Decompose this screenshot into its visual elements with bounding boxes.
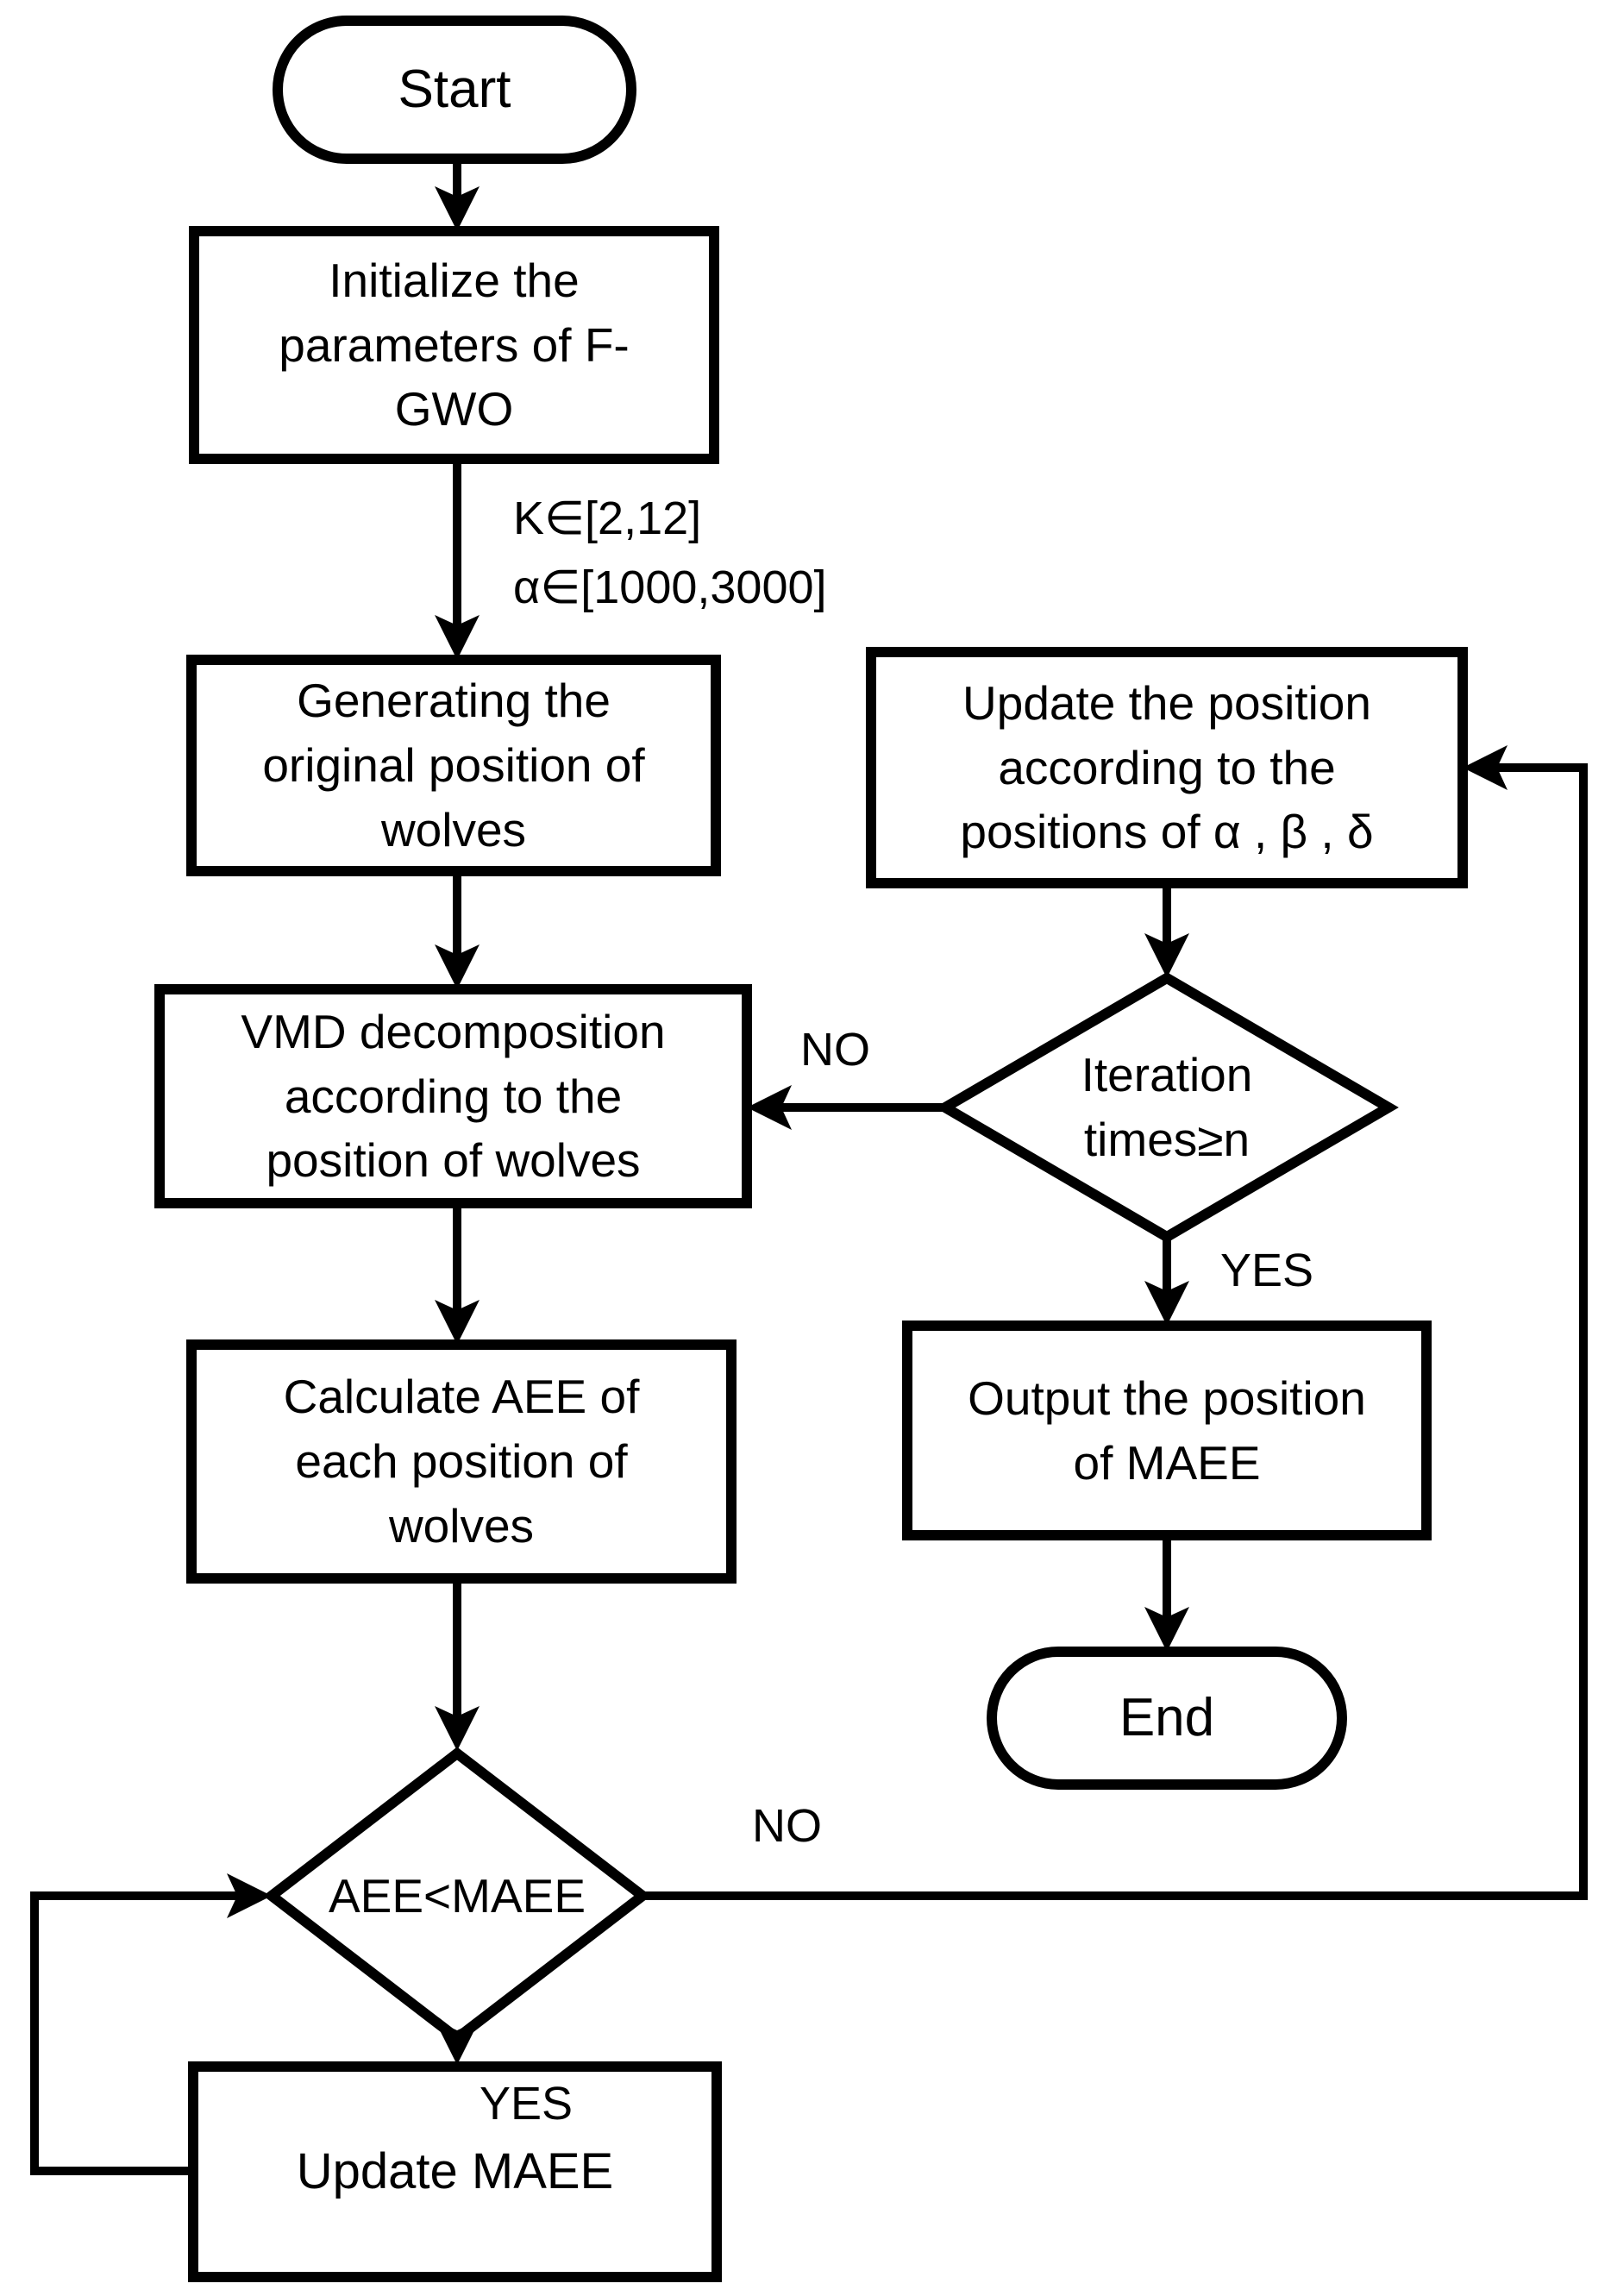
node-output: Output the position of MAEE bbox=[968, 1371, 1366, 1490]
node-vmd: VMD decomposition according to the posit… bbox=[241, 1004, 666, 1188]
edge-aee-no-loop bbox=[643, 763, 1588, 1900]
edge-label-iteration-yes: YES bbox=[1220, 1245, 1314, 1296]
node-shape-vmd bbox=[154, 984, 752, 1208]
node-shape-initialize bbox=[189, 226, 719, 464]
edge-label-alpha-range: α∈[1000,3000] bbox=[513, 561, 827, 613]
arrowhead-generate-vmd bbox=[435, 944, 480, 989]
node-iteration-check: Iteration times≥n bbox=[1081, 1048, 1253, 1166]
arrowhead-aee-no-loop bbox=[1463, 745, 1508, 790]
node-end: End bbox=[1119, 1687, 1215, 1747]
arrowhead-update-maee-loop bbox=[227, 1873, 272, 1918]
arrowhead-iteration-no bbox=[747, 1085, 792, 1130]
node-aee-check: AEE<MAEE bbox=[328, 1868, 586, 1923]
arrowhead-iteration-yes bbox=[1144, 1281, 1189, 1326]
arrowhead-start-initialize bbox=[435, 186, 480, 231]
node-generate: Generating the original position of wolv… bbox=[262, 674, 645, 856]
arrowhead-calc-aee-check bbox=[435, 1706, 480, 1751]
edge-label-aee-yes: YES bbox=[480, 2078, 574, 2130]
arrowhead-vmd-calc bbox=[435, 1300, 480, 1345]
edge-update-maee-loop bbox=[30, 1891, 238, 2175]
node-update-maee: Update MAEE bbox=[296, 2142, 614, 2199]
arrowhead-aee-yes bbox=[435, 2020, 480, 2065]
node-shape-generate bbox=[186, 655, 721, 876]
arrowhead-update-position-iteration bbox=[1144, 933, 1189, 978]
node-calc-aee: Calculate AEE of each position of wolves bbox=[283, 1370, 640, 1553]
node-shape-update-position bbox=[866, 647, 1468, 888]
node-initialize: Initialize the parameters of F-GWO bbox=[279, 253, 630, 436]
arrowhead-initialize-generate bbox=[435, 615, 480, 660]
node-shape-output bbox=[902, 1321, 1432, 1540]
edge-label-k-range: K∈[2,12] bbox=[513, 492, 702, 544]
edge-label-iteration-no: NO bbox=[800, 1024, 870, 1076]
node-start: Start bbox=[398, 59, 511, 119]
arrowhead-output-end bbox=[1144, 1607, 1189, 1652]
edge-label-aee-no: NO bbox=[752, 1800, 822, 1852]
node-update-position: Update the position according to the pos… bbox=[960, 675, 1374, 859]
